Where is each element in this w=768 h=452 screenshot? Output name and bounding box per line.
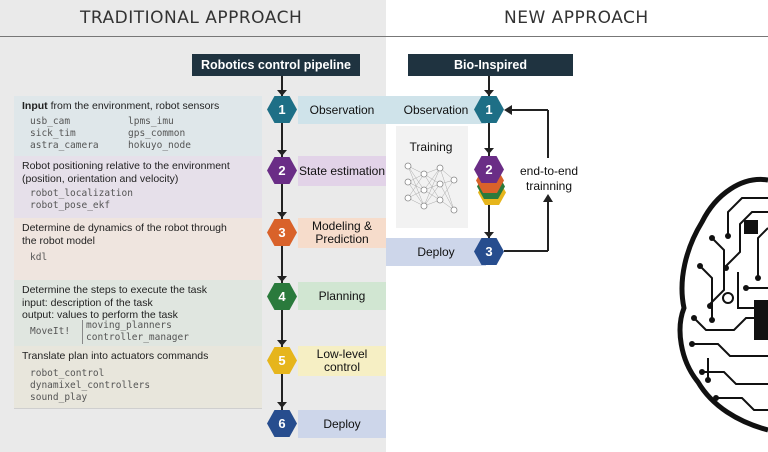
pkg-item: moving_planners	[86, 320, 172, 331]
sensor-packages-col2: lpms_imu gps_common hokuyo_node	[128, 116, 191, 152]
bio-deploy-band: Deploy	[386, 238, 486, 266]
section-text-line: input: description of the task	[22, 296, 153, 309]
section-modeling: Determine de dynamics of the robot throu…	[14, 218, 262, 281]
pkg-item: usb_cam	[30, 116, 71, 127]
control-packages: robot_control dynamixel_controllers soun…	[14, 363, 262, 404]
state-packages: robot_localization robot_pose_ekf	[14, 185, 262, 212]
traditional-header: TRADITIONAL APPROACH	[80, 8, 303, 28]
loop-label-line: end-to-end	[519, 164, 579, 178]
section-text-line: output: values to perform the task	[22, 309, 178, 321]
pkg-item: lpms_imu	[128, 116, 174, 127]
pkg-item: sound_play	[30, 391, 88, 403]
moveit-package: MoveIt!	[30, 326, 71, 337]
model-packages: kdl	[14, 247, 262, 264]
end-to-end-label: end-to-end trainning	[516, 164, 582, 194]
pkg-item: gps_common	[128, 128, 186, 139]
section-lowlevel: Translate plan into actuators commands r…	[14, 346, 262, 409]
stage-5-hex: 5	[267, 347, 297, 374]
stage-lowlevel-band: Low-level control	[298, 346, 386, 376]
pkg-item: robot_localization	[30, 188, 133, 199]
section-text-line: the robot model	[22, 234, 95, 247]
section-input-title-bold: Input	[22, 100, 48, 112]
pipeline-flow-line	[281, 76, 283, 416]
stage-planning-band: Planning	[298, 282, 386, 310]
pkg-item: hokuyo_node	[128, 140, 191, 151]
section-text-line: Translate plan into actuators commands	[22, 350, 209, 362]
header-divider-right	[386, 36, 768, 37]
loop-label-line: trainning	[525, 179, 573, 193]
training-label: Training	[409, 140, 453, 154]
bio-stage-1-hex: 1	[474, 96, 504, 123]
pkg-item: astra_camera	[30, 140, 99, 151]
pkg-item: robot_pose_ekf	[30, 200, 111, 211]
pkg-item: kdl	[30, 252, 48, 263]
pipeline-label-left: Robotics control pipeline	[192, 54, 360, 76]
stage-state-band: State estimation	[298, 156, 386, 186]
header-divider-left	[0, 36, 386, 37]
section-text-line: Robot positioning relative to the enviro…	[22, 160, 230, 172]
circuit-brain-icon	[677, 176, 768, 433]
section-state: Robot positioning relative to the enviro…	[14, 156, 262, 219]
stage-2-hex: 2	[267, 157, 297, 184]
section-text-line: Determine de dynamics of the robot throu…	[22, 222, 227, 234]
section-planning: Determine the steps to execute the task …	[14, 280, 262, 347]
bio-stage-2-hex: 2	[474, 156, 504, 183]
pkg-item: sick_tim	[30, 128, 76, 139]
neural-network-icon	[404, 162, 458, 214]
bio-observation-band: Observation	[386, 96, 486, 124]
new-approach-header: NEW APPROACH	[504, 8, 649, 28]
stage-1-hex: 1	[267, 96, 297, 123]
section-text-line: (position, orientation and velocity)	[22, 172, 179, 185]
bio-stage-3-hex: 3	[474, 238, 504, 265]
pkg-item: dynamixel_controllers	[30, 379, 151, 391]
stage-modeling-band: Modeling & Prediction	[298, 218, 386, 248]
pkg-item: controller_manager	[86, 332, 189, 343]
stage-4-hex: 4	[267, 283, 297, 310]
section-text-line: Determine the steps to execute the task	[22, 284, 208, 296]
planning-packages: moving_planners controller_manager	[82, 320, 189, 344]
section-input-title: from the environment, robot sensors	[47, 100, 220, 112]
stage-deploy-band: Deploy	[298, 410, 386, 438]
stage-6-hex: 6	[267, 410, 297, 437]
stage-3-hex: 3	[267, 219, 297, 246]
sensor-packages-col1: usb_cam sick_tim astra_camera	[30, 116, 99, 152]
section-input: Input from the environment, robot sensor…	[14, 96, 262, 157]
pkg-item: robot_control	[30, 367, 105, 379]
pipeline-label-right: Bio-Inspired	[408, 54, 573, 76]
stage-observation-band: Observation	[298, 96, 386, 124]
